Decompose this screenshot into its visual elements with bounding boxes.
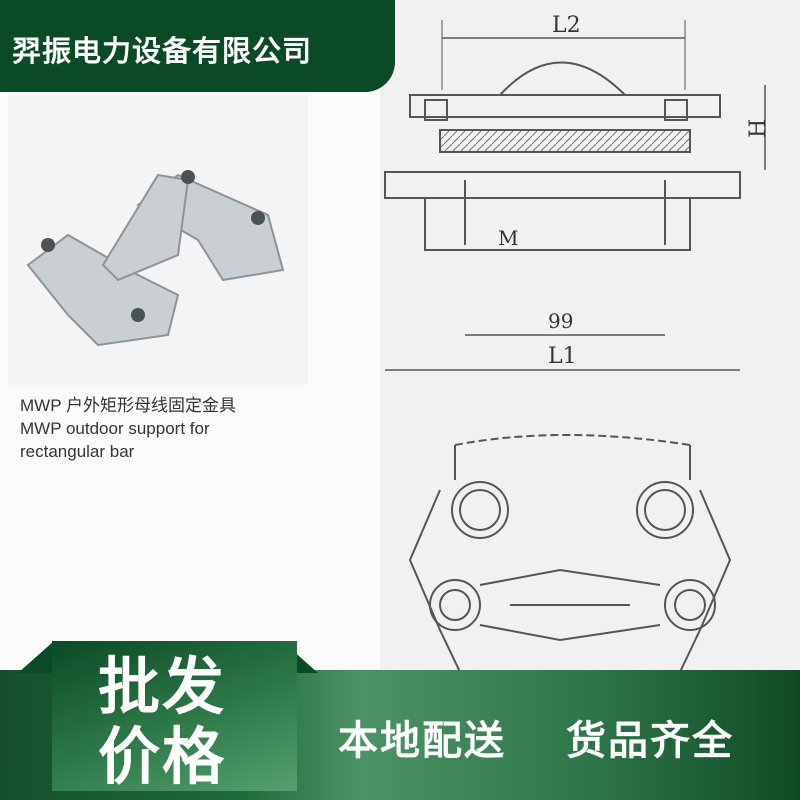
label-h: H	[746, 119, 771, 138]
label-m: M	[498, 226, 518, 250]
price-badge	[52, 641, 297, 791]
technical-drawing: L2 H M 99 L1	[380, 0, 800, 673]
slogan-full-stock: 货品齐全	[566, 718, 734, 764]
label-l1: L1	[548, 344, 577, 369]
label-l2: L2	[552, 13, 581, 38]
product-photo	[8, 95, 308, 385]
slogan-local-delivery: 本地配送	[338, 718, 506, 764]
caption-en-1: MWP outdoor support for	[20, 419, 210, 438]
caption-cn: MWP 户外矩形母线固定金具	[20, 396, 236, 415]
badge-line-1: 批发	[98, 650, 227, 723]
label-99: 99	[548, 309, 573, 333]
caption-en-2: rectangular bar	[20, 442, 135, 461]
product-caption: MWP 户外矩形母线固定金具 MWP outdoor support for r…	[20, 394, 236, 463]
badge-line-2: 价格	[98, 720, 227, 793]
company-name: 羿振电力设备有限公司	[12, 34, 313, 68]
company-header: 羿振电力设备有限公司	[0, 0, 395, 92]
price-badge-text: 批发 价格	[98, 652, 226, 792]
